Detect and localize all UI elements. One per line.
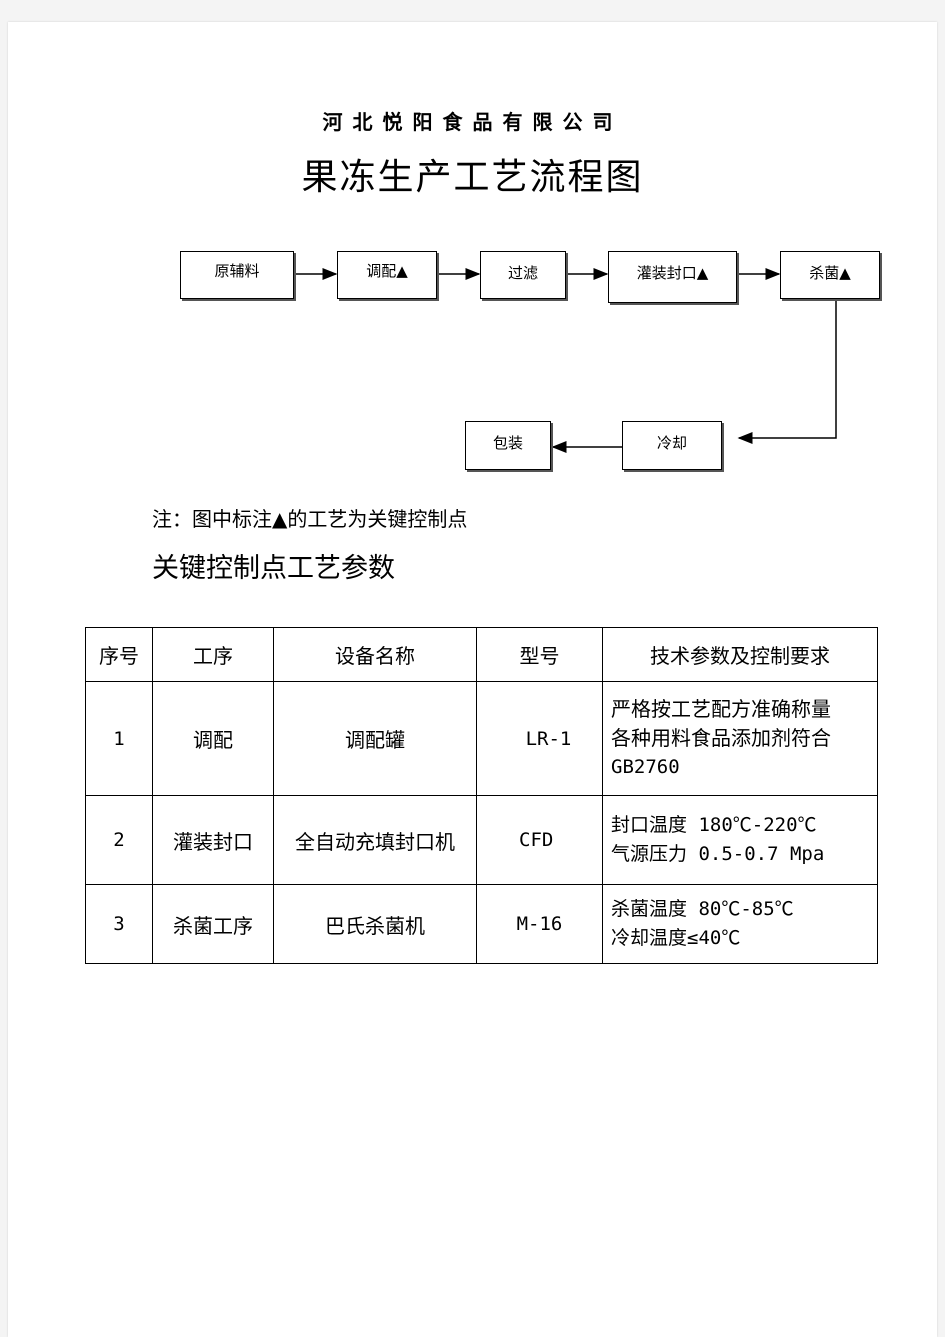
flow-step-raw-materials: 原辅料 [180,251,294,299]
cell-no: 3 [85,884,153,964]
cell-no: 1 [85,681,153,796]
cell-process: 杀菌工序 [152,884,274,964]
flow-step-packaging: 包装 [465,421,551,470]
table-row: 2 灌装封口 全自动充填封口机 CFD 封口温度 180℃-220℃ 气源压力 … [85,795,878,885]
cell-requirements: 封口温度 180℃-220℃ 气源压力 0.5-0.7 Mpa [602,795,878,885]
cell-no: 2 [85,795,153,885]
header-requirements: 技术参数及控制要求 [602,627,878,682]
cell-model: M-16 [476,884,603,964]
flow-connectors [295,268,837,453]
cell-process: 调配 [152,681,274,796]
cell-process: 灌装封口 [152,795,274,885]
section-title: 关键控制点工艺参数 [152,553,395,584]
flow-step-filtering: 过滤 [480,251,566,299]
company-name: 河北悦阳食品有限公司 [322,110,623,134]
cell-requirements: 严格按工艺配方准确称量 各种用料食品添加剂符合 GB2760 [602,681,878,796]
flow-step-mixing: 调配▲ [337,251,437,299]
table-header-row: 序号 工序 设备名称 型号 技术参数及控制要求 [85,627,878,682]
header-no: 序号 [85,627,153,682]
table-row: 3 杀菌工序 巴氏杀菌机 M-16 杀菌温度 80℃-85℃ 冷却温度≤40℃ [85,884,878,964]
cell-model: CFD [476,795,603,885]
header-equipment: 设备名称 [273,627,477,682]
arrow-5 [737,300,837,444]
table-row: 1 调配 调配罐 LR-1 严格按工艺配方准确称量 各种用料食品添加剂符合 GB… [85,681,878,796]
cell-equipment: 全自动充填封口机 [273,795,477,885]
header-process: 工序 [152,627,274,682]
cell-equipment: 巴氏杀菌机 [273,884,477,964]
page-title: 果冻生产工艺流程图 [301,157,644,198]
flow-step-sterilizing: 杀菌▲ [780,251,880,299]
cell-requirements: 杀菌温度 80℃-85℃ 冷却温度≤40℃ [602,884,878,964]
ccp-parameters-table: 序号 工序 设备名称 型号 技术参数及控制要求 1 调配 调配罐 LR-1 严格… [85,627,878,964]
flow-step-cooling: 冷却 [622,421,722,470]
cell-equipment: 调配罐 [273,681,477,796]
flow-step-filling-sealing: 灌装封口▲ [608,251,737,303]
cell-model: LR-1 [476,681,603,796]
flow-note: 注：图中标注▲的工艺为关键控制点 [152,507,468,531]
header-model: 型号 [476,627,603,682]
